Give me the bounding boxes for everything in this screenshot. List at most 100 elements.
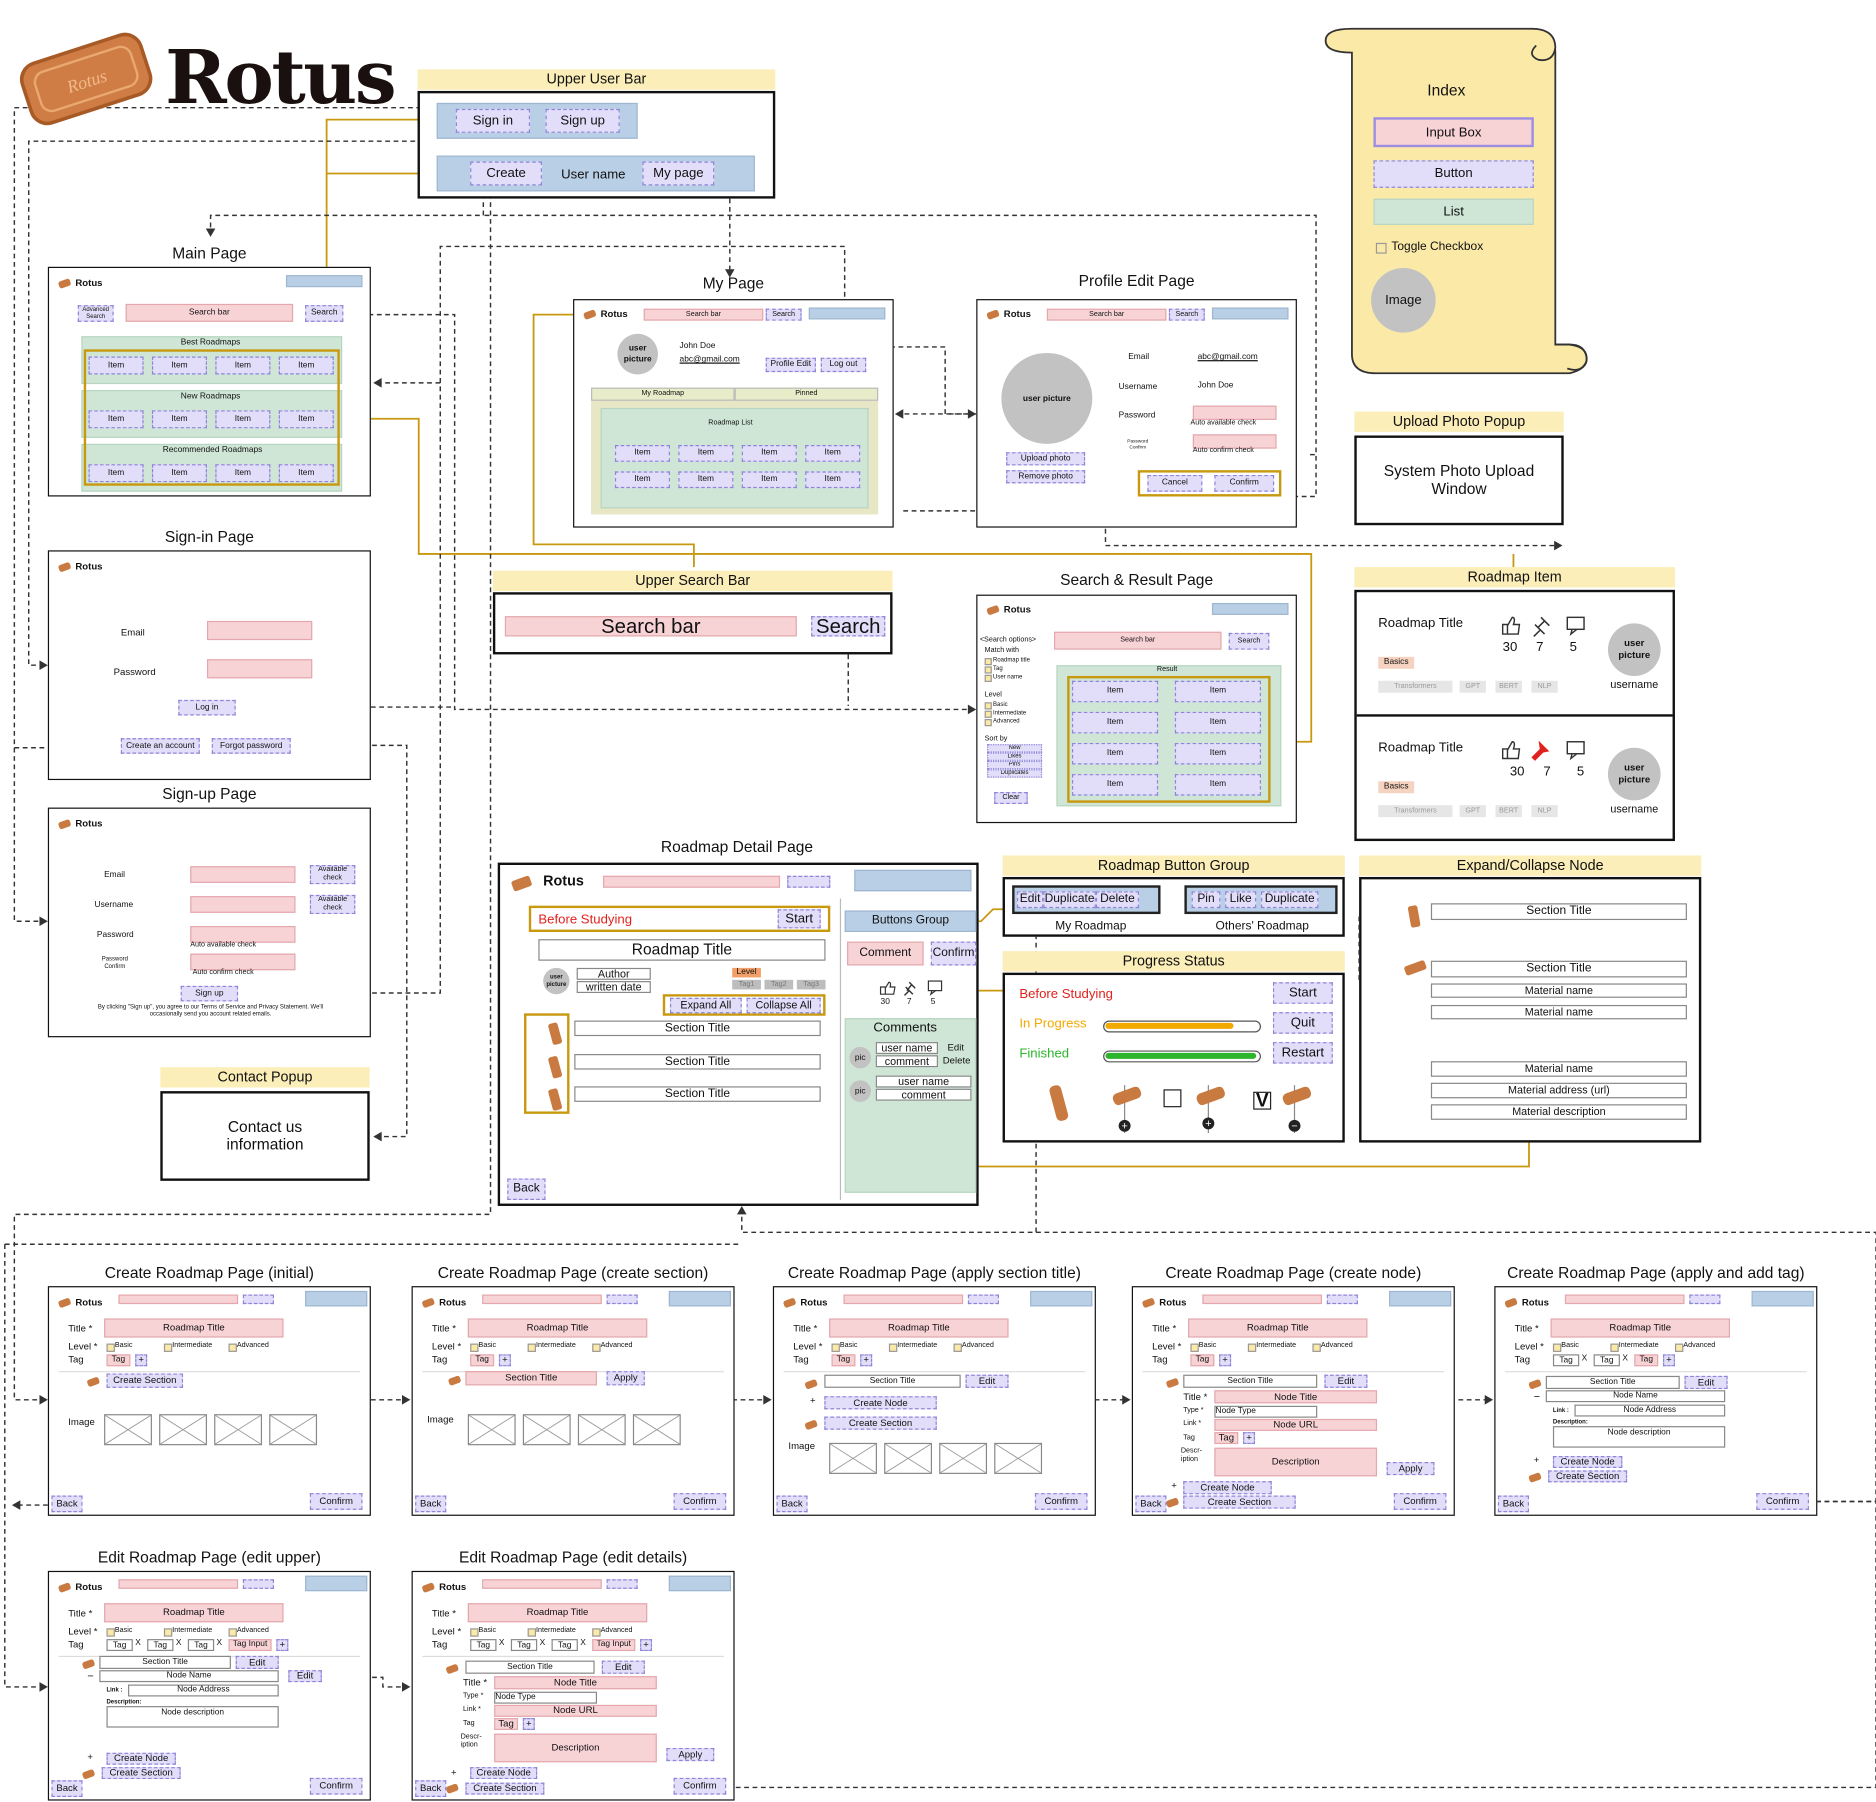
expand-icon[interactable]: + [809,1395,816,1406]
mini-search-button[interactable] [1689,1294,1721,1305]
create-section-button[interactable]: Create Section [1548,1470,1628,1483]
node-tag-input[interactable]: Tag [1214,1432,1239,1445]
create-section-button[interactable]: Create Section [101,1767,181,1780]
search-bar-input[interactable]: Search bar [504,616,797,637]
collapse-all-button[interactable]: Collapse All [746,997,821,1014]
tag-add-button[interactable]: + [640,1639,653,1652]
my-roadmap-action-button[interactable]: Delete [1095,891,1139,909]
main-item-button[interactable]: Item [151,464,207,483]
main-item-button[interactable]: Item [88,356,144,375]
node-tag-input[interactable]: Tag [494,1718,519,1730]
my-roadmap-action-button[interactable]: Edit [1016,891,1044,909]
comment-input[interactable]: Comment [847,941,924,966]
option-checkbox-icon[interactable] [984,674,992,682]
collapse-icon[interactable]: − [1533,1390,1541,1403]
node-type-select[interactable]: Node Type [1214,1405,1318,1418]
node-tag-add-button[interactable]: + [1243,1432,1256,1445]
detail-search-button[interactable] [787,875,831,888]
remove-photo-button[interactable]: Remove photo [1006,470,1086,484]
my-search-button[interactable]: Search [765,308,802,321]
tag-add-button[interactable]: + [498,1354,511,1367]
result-item-button[interactable]: Item [1174,680,1262,703]
level-checkbox-icon[interactable] [1674,1343,1684,1352]
cancel-button[interactable]: Cancel [1147,474,1203,492]
tag-add-button[interactable]: + [860,1354,873,1367]
create-node-button[interactable]: Create Node [1183,1481,1272,1495]
back-button[interactable]: Back [51,1780,83,1797]
tag-add-button[interactable]: + [135,1354,148,1367]
others-roadmap-action-button[interactable]: Duplicate [1261,891,1319,909]
my-roadmap-item-button[interactable]: Item [678,471,734,489]
level-checkbox-icon[interactable] [163,1343,173,1352]
my-roadmap-item-button[interactable]: Item [614,445,670,462]
result-item-button[interactable]: Item [1174,711,1262,734]
mini-search-input[interactable] [482,1579,602,1589]
section-node-icon[interactable] [445,1663,460,1675]
expand-all-button[interactable]: Expand All [669,997,742,1014]
comment-delete-button[interactable]: Delete [942,1055,971,1066]
description-input[interactable]: Description [1214,1447,1378,1477]
sort-option-button[interactable]: Duplicates [987,769,1043,778]
others-roadmap-action-button[interactable]: Like [1225,891,1257,909]
confirm-button[interactable]: Confirm [309,1493,363,1510]
tab-my-roadmap[interactable]: My Roadmap [591,387,735,401]
node-title-input[interactable]: Node Title [1214,1390,1378,1404]
description-input[interactable]: Description [494,1733,657,1763]
back-button[interactable]: Back [415,1495,447,1513]
password-confirm-input[interactable] [1192,434,1277,449]
main-item-button[interactable]: Item [151,356,207,375]
back-button[interactable]: Back [1497,1495,1529,1513]
detail-start-button[interactable]: Start [777,909,821,929]
card-stats-icons[interactable] [1498,614,1594,646]
section-node-icon[interactable] [86,1376,101,1388]
confirm-button[interactable]: Confirm [673,1777,727,1795]
main-item-button[interactable]: Item [151,410,207,429]
tag-input[interactable]: Tag [470,1354,495,1367]
tag-remove-icon[interactable]: X [216,1639,223,1648]
my-search-input[interactable]: Search bar [643,308,764,321]
password-confirm-input[interactable] [190,953,296,971]
roadmap-title-input[interactable]: Roadmap Title [1550,1318,1730,1338]
expand-icon[interactable]: + [1533,1454,1540,1466]
level-checkbox-icon[interactable] [1190,1343,1199,1352]
section-node-icon[interactable] [81,1768,96,1780]
mini-search-button[interactable] [967,1294,999,1305]
back-button[interactable]: Back [51,1495,83,1513]
level-checkbox-icon[interactable] [888,1343,898,1352]
level-checkbox-icon[interactable] [1312,1343,1321,1352]
search-bar-button[interactable]: Search [811,616,886,637]
section-node-icon[interactable] [1165,1497,1180,1509]
section-node-icon[interactable] [804,1419,819,1431]
confirm-button[interactable]: Confirm [1034,1493,1088,1510]
level-checkbox-icon[interactable] [163,1628,173,1637]
my-roadmap-item-button[interactable]: Item [805,471,861,489]
tag-add-button[interactable]: + [1219,1354,1232,1367]
level-checkbox-icon[interactable] [1610,1343,1619,1352]
tag-input[interactable]: Tag [1190,1354,1215,1367]
my-page-button[interactable]: My page [642,161,715,186]
edit-button[interactable]: Edit [1324,1374,1368,1388]
result-item-button[interactable]: Item [1071,711,1159,734]
mini-search-input[interactable] [118,1579,239,1589]
roadmap-title-input[interactable]: Roadmap Title [1188,1318,1368,1338]
username-available-check-button[interactable]: Available check [309,894,356,915]
comment-edit-button[interactable]: Edit [947,1042,965,1053]
detail-back-button[interactable]: Back [507,1178,546,1200]
tag-remove-icon[interactable]: X [580,1639,586,1648]
level-checkbox-icon[interactable] [1552,1343,1562,1352]
profile-edit-button[interactable]: Profile Edit [765,357,816,373]
result-search-button[interactable]: Search [1228,632,1270,650]
option-checkbox-icon[interactable] [984,710,992,718]
level-checkbox-icon[interactable] [1247,1343,1257,1352]
mini-search-button[interactable] [606,1579,638,1589]
create-section-button[interactable]: Create Section [465,1782,545,1795]
my-roadmap-item-button[interactable]: Item [741,445,797,462]
option-checkbox-icon[interactable] [984,666,992,674]
tag-remove-icon[interactable]: X [1622,1354,1628,1363]
roadmap-title-input[interactable]: Roadmap Title [829,1318,1009,1338]
progress-action-button[interactable]: Quit [1272,1012,1333,1034]
card-stats-icons[interactable] [1498,738,1594,770]
tag-input[interactable]: Tag [831,1354,856,1367]
mini-search-input[interactable] [1564,1294,1685,1305]
others-roadmap-action-button[interactable]: Pin [1191,891,1221,909]
